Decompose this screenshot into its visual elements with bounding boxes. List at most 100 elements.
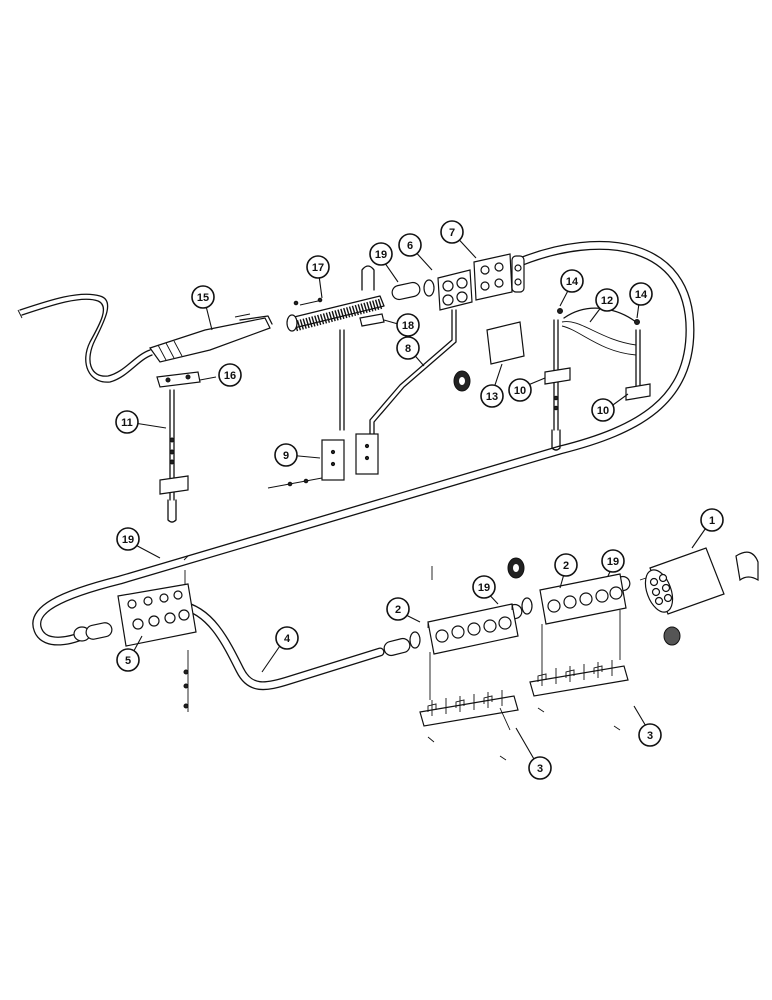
spring-coil xyxy=(334,310,339,321)
callout-16: 16 xyxy=(218,363,242,387)
svg-text:15: 15 xyxy=(197,292,209,304)
part-14-pins xyxy=(557,308,640,325)
wire-harness-left xyxy=(17,293,153,383)
leader-lines xyxy=(127,231,711,767)
spring-coil xyxy=(319,313,325,325)
spring-coil xyxy=(331,310,336,322)
svg-text:6: 6 xyxy=(407,240,413,252)
part-9-plates xyxy=(267,433,379,489)
grommet xyxy=(453,370,471,392)
callout-14: 14 xyxy=(560,269,584,293)
svg-text:9: 9 xyxy=(283,450,289,462)
svg-text:16: 16 xyxy=(224,370,236,382)
svg-text:14: 14 xyxy=(566,276,579,288)
sleeves-19-top xyxy=(391,279,435,301)
svg-text:11: 11 xyxy=(121,417,133,429)
svg-text:13: 13 xyxy=(486,391,498,403)
svg-text:19: 19 xyxy=(478,582,490,594)
callout-18: 18 xyxy=(396,313,420,337)
callout-2: 2 xyxy=(554,553,578,577)
part-10-rod-left xyxy=(544,319,571,451)
svg-text:19: 19 xyxy=(607,556,619,568)
callout-14: 14 xyxy=(629,282,653,306)
spring-coil xyxy=(296,320,302,331)
part-12-wire xyxy=(561,307,637,356)
spring-coil xyxy=(348,306,354,317)
spring-coil xyxy=(317,314,322,326)
callout-10: 10 xyxy=(508,378,532,402)
callout-2: 2 xyxy=(386,597,410,621)
spring-coil xyxy=(377,298,383,310)
svg-text:19: 19 xyxy=(122,534,134,546)
callout-12: 12 xyxy=(595,288,619,312)
callout-11: 11 xyxy=(115,410,139,434)
callout-3: 3 xyxy=(638,723,662,747)
spring-coil xyxy=(354,304,359,316)
callout-3: 3 xyxy=(528,756,552,780)
spring-coil xyxy=(322,313,328,324)
spring-coil xyxy=(351,305,357,317)
spring-coil xyxy=(305,317,310,329)
spring-coil xyxy=(299,319,304,330)
part-3-comb-right xyxy=(529,610,629,731)
callout-1: 1 xyxy=(700,508,724,532)
main-hose xyxy=(32,240,695,646)
svg-text:2: 2 xyxy=(563,560,569,572)
spring-coil xyxy=(345,307,351,318)
svg-text:3: 3 xyxy=(647,730,653,742)
callout-19: 19 xyxy=(601,549,625,573)
svg-text:14: 14 xyxy=(635,289,648,301)
svg-text:12: 12 xyxy=(601,295,613,307)
spring-coil xyxy=(337,309,342,320)
part-10-rod-right xyxy=(625,329,651,401)
part-7-bulkhead-plate xyxy=(473,253,525,301)
svg-text:10: 10 xyxy=(514,385,526,397)
part-2-block-left xyxy=(427,566,519,655)
callout-15: 15 xyxy=(191,285,215,309)
spring-coil xyxy=(340,308,345,320)
spring-coil xyxy=(372,300,377,311)
spring-coil xyxy=(369,301,374,312)
svg-text:3: 3 xyxy=(537,763,543,775)
part-18-clip xyxy=(359,313,385,327)
svg-text:5: 5 xyxy=(125,655,131,667)
spring-coil xyxy=(308,317,313,328)
svg-text:17: 17 xyxy=(312,262,324,274)
callout-4: 4 xyxy=(275,626,299,650)
part-1-cylinder-housing xyxy=(639,547,759,615)
callout-9: 9 xyxy=(274,443,298,467)
svg-text:10: 10 xyxy=(597,405,609,417)
svg-text:18: 18 xyxy=(402,320,414,332)
callout-6: 6 xyxy=(398,233,422,257)
callout-5: 5 xyxy=(116,648,140,672)
callout-7: 7 xyxy=(440,220,464,244)
callout-10: 10 xyxy=(591,398,615,422)
callout-19: 19 xyxy=(116,527,140,551)
spring-coil xyxy=(366,301,371,313)
spring-coil xyxy=(357,304,362,315)
callout-19: 19 xyxy=(472,575,496,599)
svg-text:1: 1 xyxy=(709,515,715,527)
callout-8: 8 xyxy=(396,336,420,360)
u-bolt-top xyxy=(361,265,375,291)
part-6-connector-block xyxy=(437,269,473,311)
spring-coil xyxy=(363,302,368,313)
spring-coil xyxy=(314,315,319,326)
cable-4 xyxy=(175,600,385,691)
svg-text:2: 2 xyxy=(395,604,401,616)
part-3-comb-left xyxy=(419,652,519,761)
spring-coil xyxy=(374,299,380,310)
callout-19: 19 xyxy=(369,242,393,266)
spring-coil xyxy=(325,312,331,323)
part-17-spring xyxy=(286,295,385,332)
part-13-cover-plate xyxy=(486,321,525,365)
svg-text:7: 7 xyxy=(449,227,455,239)
spring-coil xyxy=(343,307,348,319)
callout-17: 17 xyxy=(306,255,330,279)
spring-coil xyxy=(328,311,333,323)
part-5-bulkhead-plate xyxy=(73,555,197,712)
spring-coil xyxy=(360,303,365,314)
svg-text:4: 4 xyxy=(284,633,291,645)
svg-text:19: 19 xyxy=(375,249,387,261)
